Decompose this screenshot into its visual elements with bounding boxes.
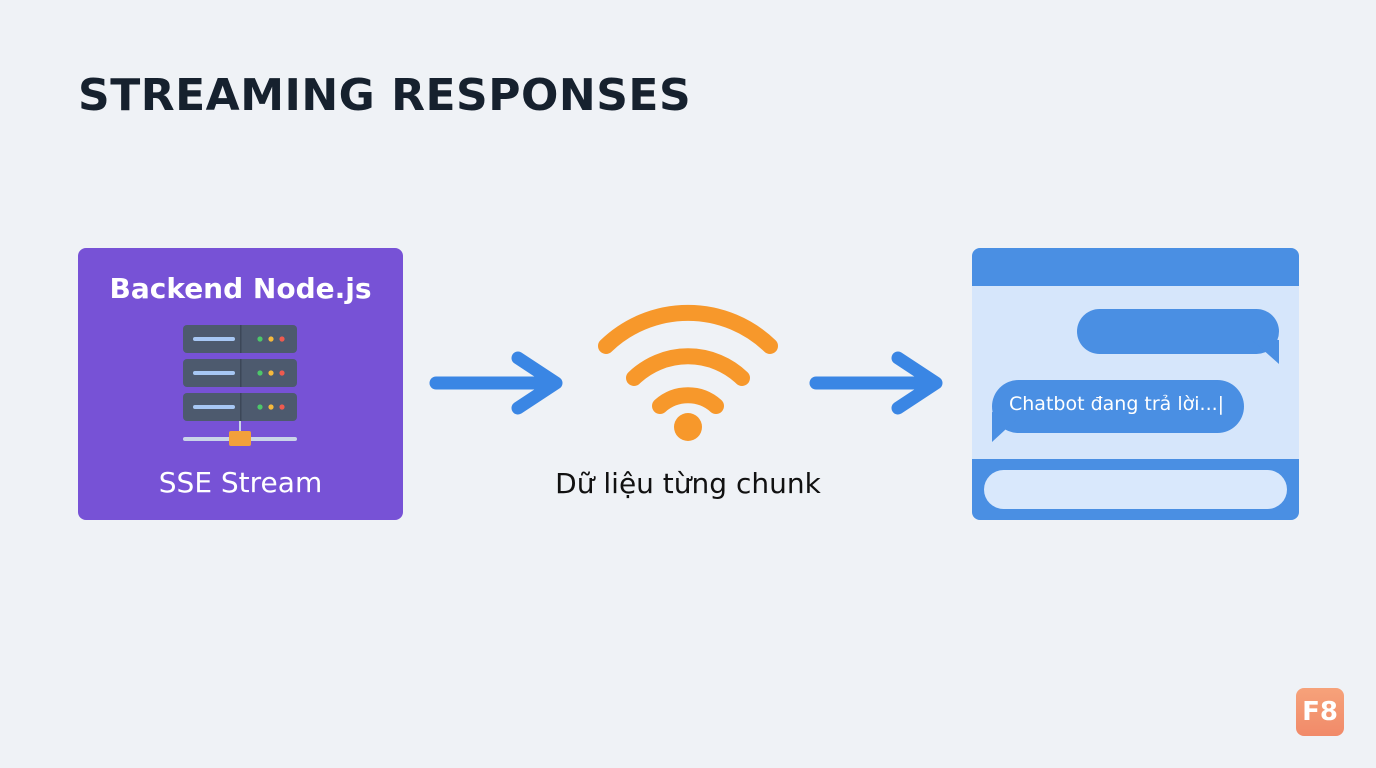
wifi-icon xyxy=(598,304,778,441)
bot-message-text: Chatbot đang trả lời... xyxy=(1009,393,1218,415)
arrow-right-icon xyxy=(429,351,563,415)
f8-logo: F8 xyxy=(1296,688,1344,736)
backend-subtitle: SSE Stream xyxy=(158,466,323,499)
page-title: STREAMING RESPONSES xyxy=(78,70,692,121)
chat-window xyxy=(972,248,1299,520)
bot-message: Chatbot đang trả lời...| xyxy=(1009,393,1224,415)
backend-title: Backend Node.js xyxy=(109,272,372,305)
server-icon xyxy=(183,325,297,446)
chat-input[interactable] xyxy=(984,470,1287,509)
arrow-right-icon xyxy=(809,351,943,415)
chat-header xyxy=(972,248,1299,286)
typing-cursor: | xyxy=(1217,393,1225,415)
chunk-label: Dữ liệu từng chunk xyxy=(555,467,821,500)
